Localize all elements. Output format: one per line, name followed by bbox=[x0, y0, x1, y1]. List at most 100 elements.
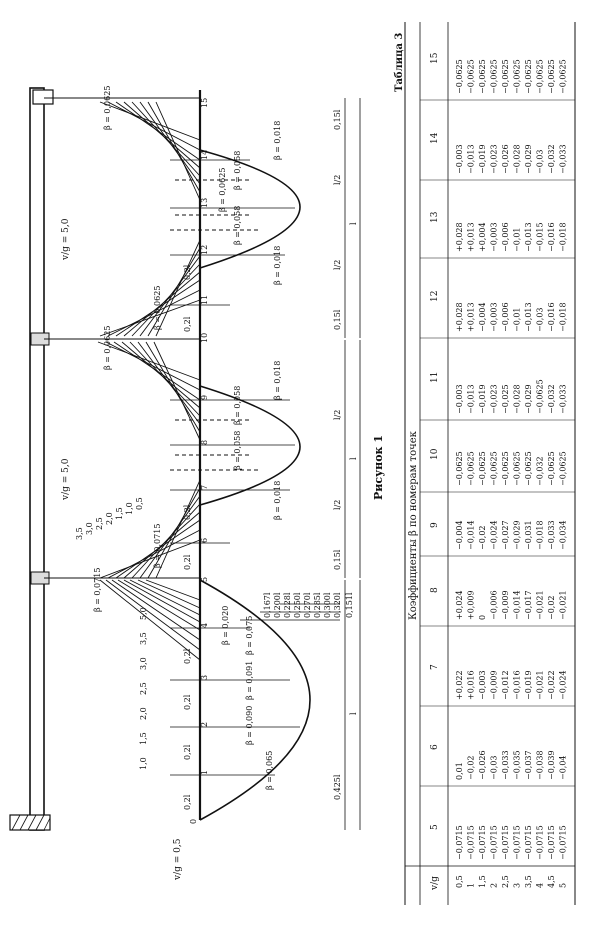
table-cell: −0,013 bbox=[467, 144, 476, 174]
table-cell: −0,01 bbox=[513, 307, 522, 332]
point-number: 3 bbox=[200, 675, 209, 680]
table-cell: −0,023 bbox=[490, 144, 499, 174]
vg-value: 2,0 bbox=[139, 707, 148, 720]
point-number: 5 bbox=[200, 577, 209, 582]
beta-label: β = 0,0625 bbox=[103, 86, 112, 130]
table-label: Таблица 3 bbox=[394, 33, 405, 92]
dimension-text: l bbox=[349, 457, 358, 460]
table-cell: +0,016 bbox=[467, 670, 476, 700]
table-cell: −0,006 bbox=[501, 222, 510, 252]
beta-label: β = 0,065 bbox=[265, 751, 274, 790]
span2-dashed-steps bbox=[170, 419, 260, 471]
table-cell: −0,032 bbox=[547, 384, 556, 414]
span2-positive-curve bbox=[199, 385, 301, 506]
table-cell: −0,016 bbox=[547, 222, 556, 252]
table-cell: −0,0625 bbox=[501, 59, 510, 94]
table-cell: −0,0625 bbox=[547, 59, 556, 94]
table-cell: −0,033 bbox=[559, 144, 568, 174]
table-cell: −0,015 bbox=[536, 222, 545, 252]
table-cell: −0,018 bbox=[559, 222, 568, 252]
vg-value: 0,5 bbox=[135, 497, 144, 510]
point-number: 6 bbox=[200, 538, 209, 543]
vg-cell: 4 bbox=[536, 883, 545, 888]
vg-value: 1,5 bbox=[139, 732, 148, 745]
table-cell: −0,02 bbox=[467, 755, 476, 780]
vg-cell: 3 bbox=[513, 883, 522, 888]
dimension-text: 0,2l bbox=[183, 504, 192, 520]
point-number: 9 bbox=[200, 395, 209, 400]
dimension-text: 0,228l bbox=[283, 592, 292, 618]
table-cell: −0,033 bbox=[547, 520, 556, 550]
column-header: 8 bbox=[430, 587, 440, 593]
table-cell: −0,0625 bbox=[455, 59, 464, 94]
vg-cell: 2 bbox=[490, 883, 499, 888]
dimension-text: 0,250l bbox=[293, 592, 302, 618]
beta-label: β = 0,018 bbox=[273, 481, 282, 520]
table-cell: −0,022 bbox=[547, 670, 556, 700]
end-support-right bbox=[32, 89, 54, 105]
table-cell: +0,028 bbox=[455, 222, 464, 252]
vg-value: 3,5 bbox=[75, 527, 84, 540]
vg-labels-span1: v/g = 0,5 bbox=[173, 838, 183, 881]
column-header: 15 bbox=[430, 52, 440, 64]
vg-list-span2: 3,5 3,0 2,5 2,0 1,5 1,0 0,5 bbox=[75, 497, 144, 540]
dimension-text: 0,2l bbox=[183, 264, 192, 280]
table-cell: −0,0625 bbox=[455, 451, 464, 486]
span1-negative-fan bbox=[99, 579, 201, 661]
beta-label: β = 0,058 bbox=[233, 386, 242, 425]
column-header: 14 bbox=[430, 132, 440, 144]
table-cell: −0,003 bbox=[490, 302, 499, 332]
table-cell: +0,022 bbox=[455, 670, 464, 700]
table-cell: −0,0715 bbox=[455, 825, 464, 860]
table-cell: −0,02 bbox=[547, 595, 556, 620]
beta-label: β = 0,091 bbox=[245, 661, 254, 700]
span2-negative-fan-right bbox=[97, 341, 201, 441]
point-number: 2 bbox=[200, 722, 209, 727]
dimension-text: 0,425l bbox=[333, 774, 342, 800]
table-cell: −0,003 bbox=[455, 144, 464, 174]
dimension-lines bbox=[240, 98, 361, 830]
point-number: 14 bbox=[200, 150, 209, 160]
table-cell: 0,01 bbox=[455, 762, 464, 780]
dimension-text: 0,151l bbox=[345, 592, 354, 618]
point-number: 1 bbox=[200, 770, 209, 775]
table-cell: −0,029 bbox=[513, 520, 522, 550]
vg-labels-span2: v/g = 5,0 v/g = 5,0 bbox=[61, 218, 71, 501]
beta-label: β = 0,018 bbox=[273, 361, 282, 400]
beta-label: β = 0,0715 bbox=[153, 524, 162, 568]
table-cell: −0,006 bbox=[490, 590, 499, 620]
point-number: 8 bbox=[200, 440, 209, 445]
table-cell: −0,019 bbox=[524, 670, 533, 700]
span1-positive-curve bbox=[199, 579, 311, 821]
table-cell: −0,013 bbox=[524, 222, 533, 252]
table-cell: −0,02 bbox=[478, 525, 487, 550]
dimension-text: l/2 bbox=[333, 260, 342, 270]
point-number: 13 bbox=[200, 198, 209, 208]
dimension-text: 0,320l bbox=[333, 592, 342, 618]
table-cell: 0 bbox=[478, 615, 487, 620]
beta-label: β = 0,058 bbox=[233, 431, 242, 470]
vg-cell: 3,5 bbox=[524, 875, 533, 888]
table-cell: −0,014 bbox=[513, 590, 522, 620]
table-cell: −0,009 bbox=[501, 590, 510, 620]
vg-value: 1,0 bbox=[125, 502, 134, 515]
dimension-text: l/2 bbox=[333, 500, 342, 510]
table-cell: +0,009 bbox=[467, 590, 476, 620]
table-cell: +0,004 bbox=[478, 222, 487, 252]
vg-value: 1,5 bbox=[115, 507, 124, 520]
table-cell: −0,018 bbox=[559, 302, 568, 332]
beta-label: β = 0,018 bbox=[273, 121, 282, 160]
vg-value: 1,0 bbox=[139, 757, 148, 770]
table-cell: −0,003 bbox=[455, 384, 464, 414]
table-cell: −0,0625 bbox=[536, 379, 545, 414]
vg-cell: 1,5 bbox=[478, 875, 487, 888]
table-cell: −0,0625 bbox=[501, 451, 510, 486]
table-cell: −0,026 bbox=[478, 750, 487, 780]
table-cell: −0,026 bbox=[501, 144, 510, 174]
dimension-text: 0,270l bbox=[303, 592, 312, 618]
support-hatching bbox=[11, 814, 51, 831]
table-cell: −0,04 bbox=[559, 755, 568, 780]
coefficients-table bbox=[404, 22, 576, 905]
